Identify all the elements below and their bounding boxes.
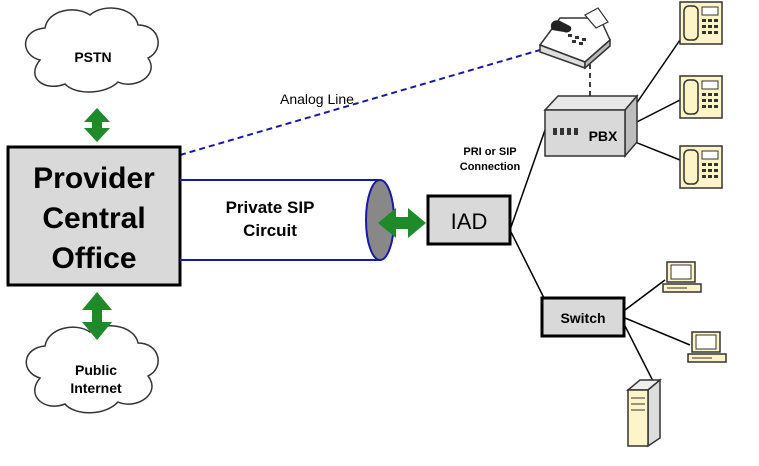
server-tower-icon <box>625 378 663 448</box>
desk-phone-icon <box>679 145 723 189</box>
pbx-conn-line2: Connection <box>460 161 521 173</box>
fax-machine-icon <box>538 7 611 70</box>
switch-box: Switch <box>540 296 626 338</box>
iad-label: IAD <box>451 209 488 234</box>
switch-label: Switch <box>560 310 605 326</box>
internet-arrow <box>82 292 112 340</box>
private-sip-circuit: Private SIP Circuit <box>180 179 395 261</box>
analog-line <box>179 49 541 156</box>
office-line3: Office <box>51 242 136 275</box>
pbx-conn-line1: PRI or SIP <box>463 146 516 158</box>
pstn-label: PSTN <box>74 49 111 65</box>
circuit-line2: Circuit <box>243 221 297 240</box>
analog-line-label: Analog Line <box>280 91 354 107</box>
iad-box: IAD <box>426 194 512 246</box>
desk-phone-icon <box>679 75 723 119</box>
office-line1: Provider <box>33 162 155 195</box>
internet-cloud: Public Internet <box>25 324 159 414</box>
computer-icon <box>662 261 702 293</box>
circuit-line1: Private SIP <box>226 198 315 217</box>
pstn-cloud: PSTN <box>24 7 159 93</box>
provider-central-office: Provider Central Office <box>6 145 182 287</box>
pbx-label: PBX <box>589 128 618 144</box>
desk-phone-icon <box>679 1 723 45</box>
cloud-icon <box>25 324 159 414</box>
office-line2: Central <box>42 202 145 235</box>
internet-label-line2: Internet <box>70 380 122 396</box>
internet-label-line1: Public <box>75 362 117 378</box>
pbx-box: PBX <box>543 93 639 159</box>
circuit-iad-arrow <box>378 208 426 238</box>
pstn-arrow <box>84 108 110 142</box>
computer-icon <box>687 331 727 363</box>
cloud-icon <box>24 7 159 93</box>
